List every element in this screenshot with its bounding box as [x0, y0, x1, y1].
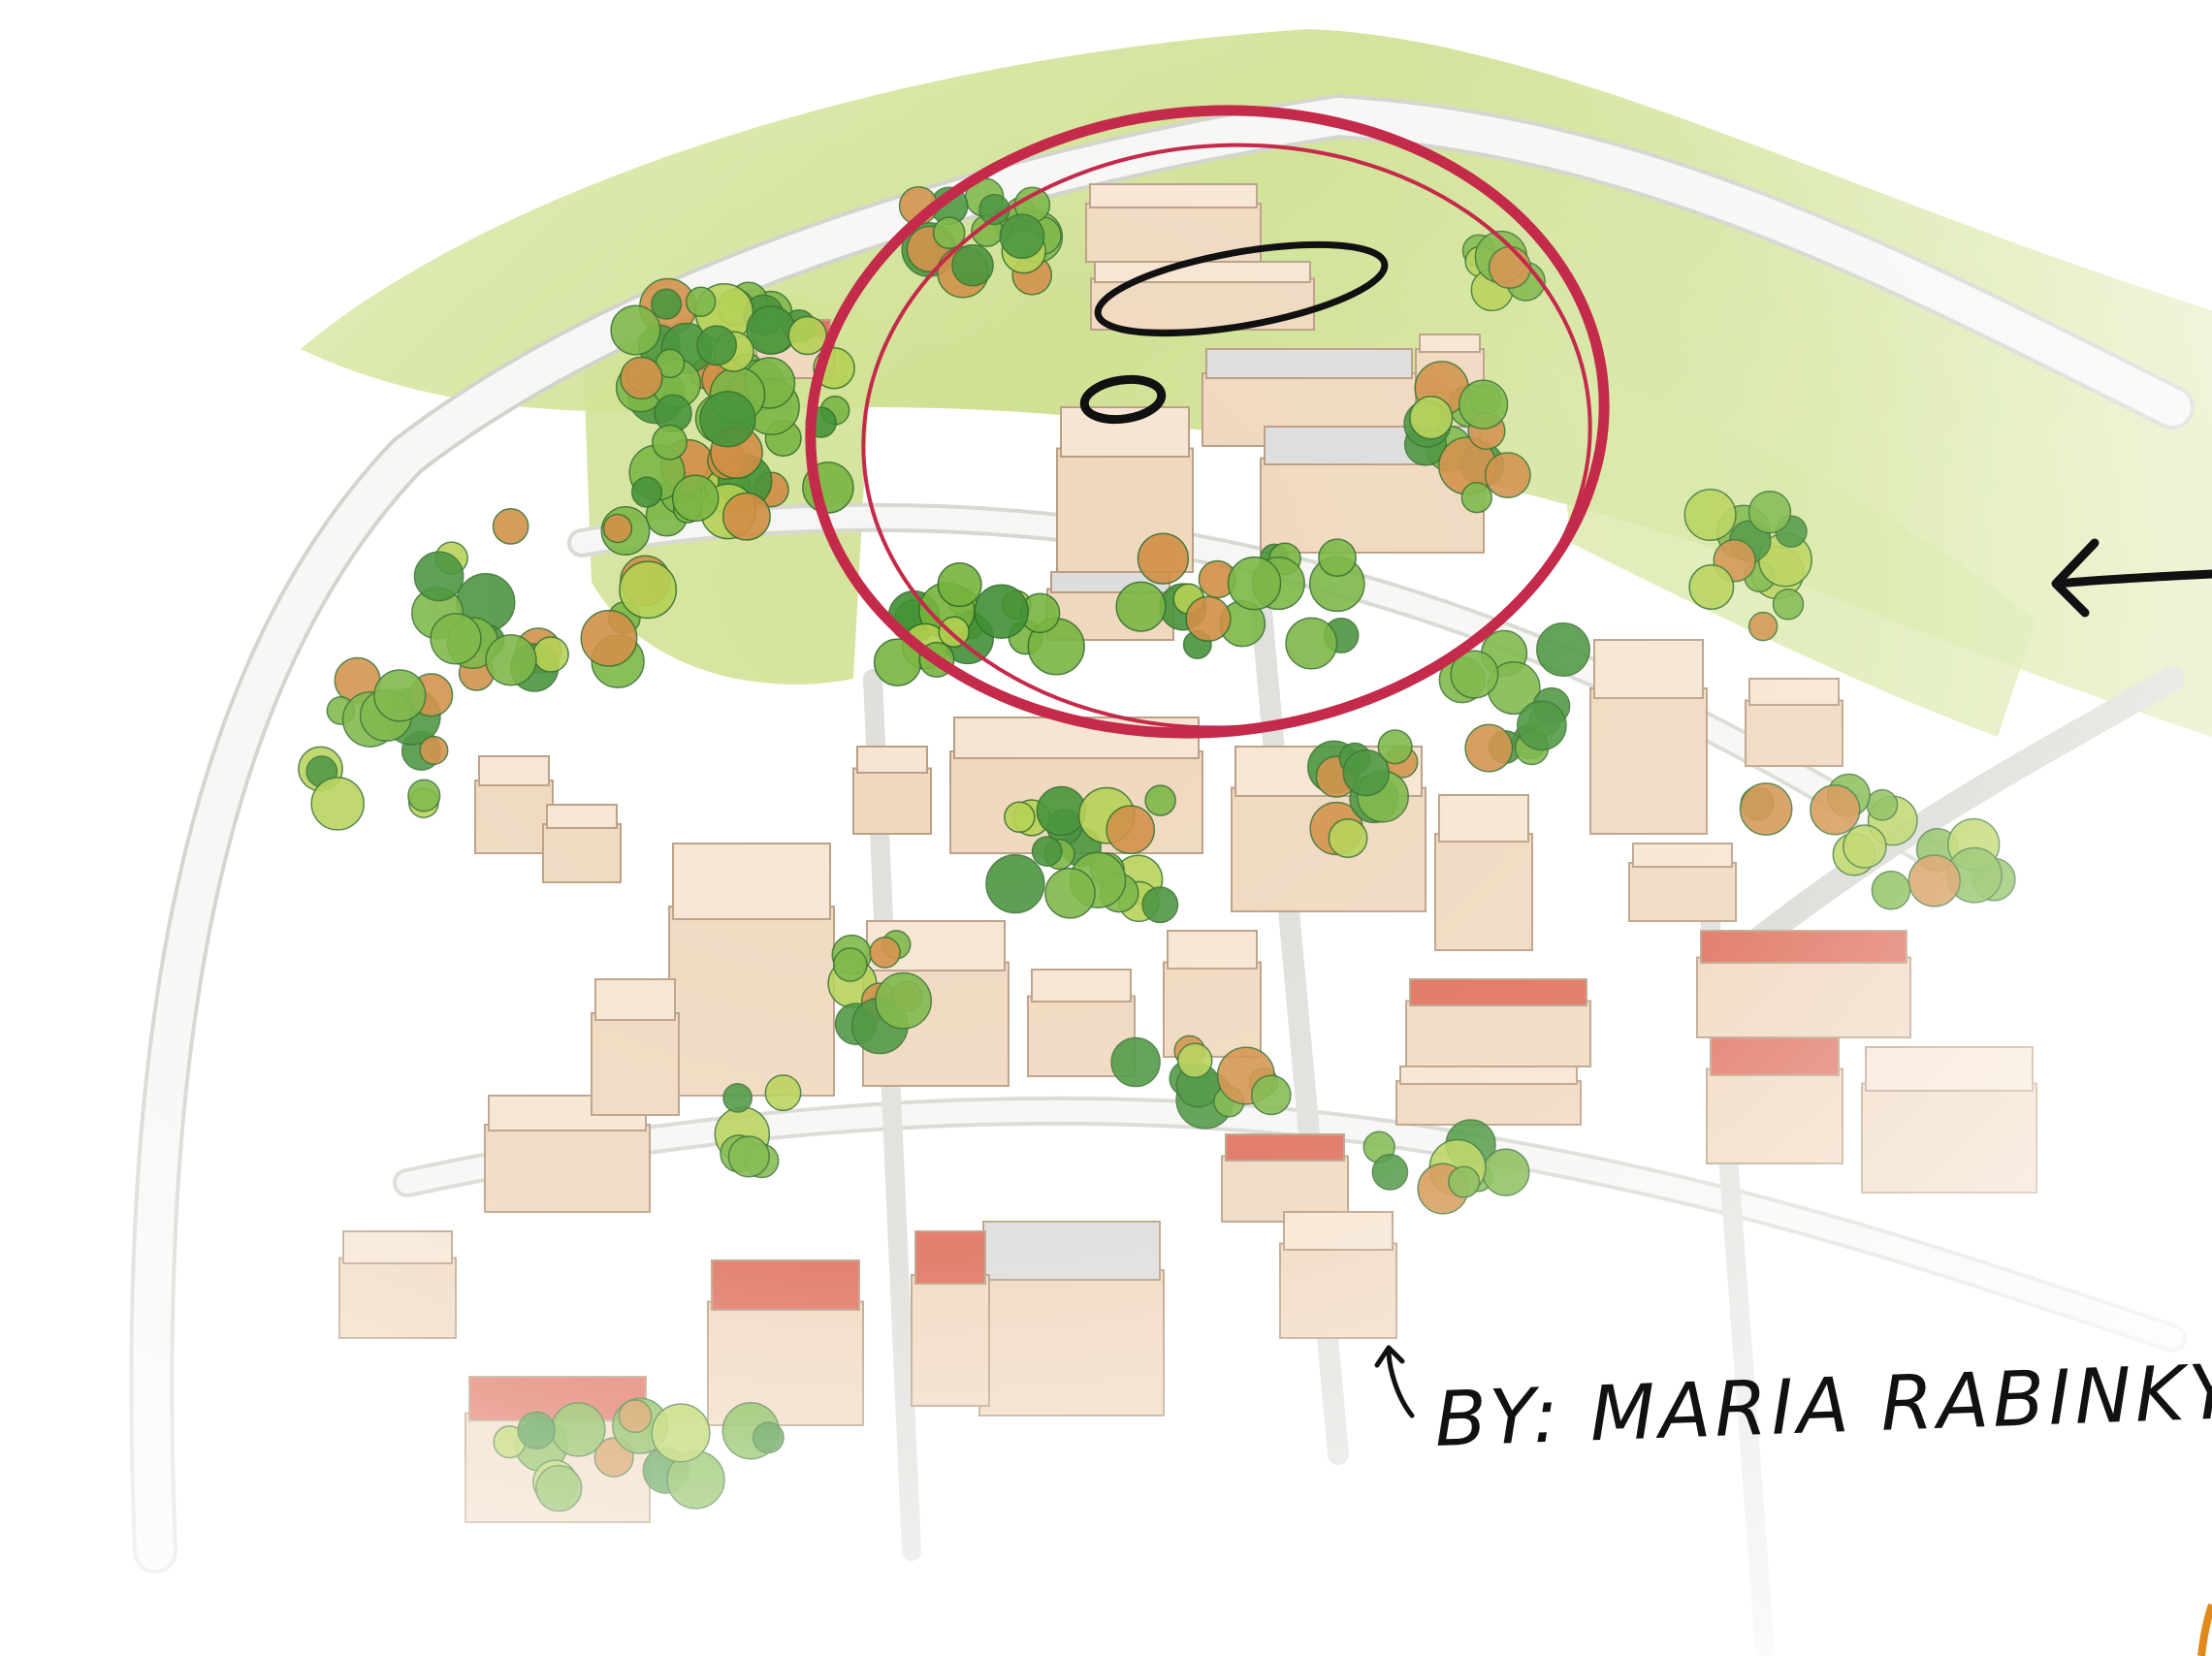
arrow-up-icon [1374, 1345, 1415, 1418]
red-circle-outer [805, 105, 1610, 739]
black-ellipse-roof [1079, 374, 1167, 425]
red-circle-inner [861, 143, 1592, 730]
black-annotations [1079, 240, 1389, 425]
black-ellipse-building [1094, 240, 1389, 337]
arrow-left-icon [2051, 538, 2212, 618]
corner-mark [2197, 1603, 2212, 1656]
circle-annotation-icon [805, 105, 1610, 739]
